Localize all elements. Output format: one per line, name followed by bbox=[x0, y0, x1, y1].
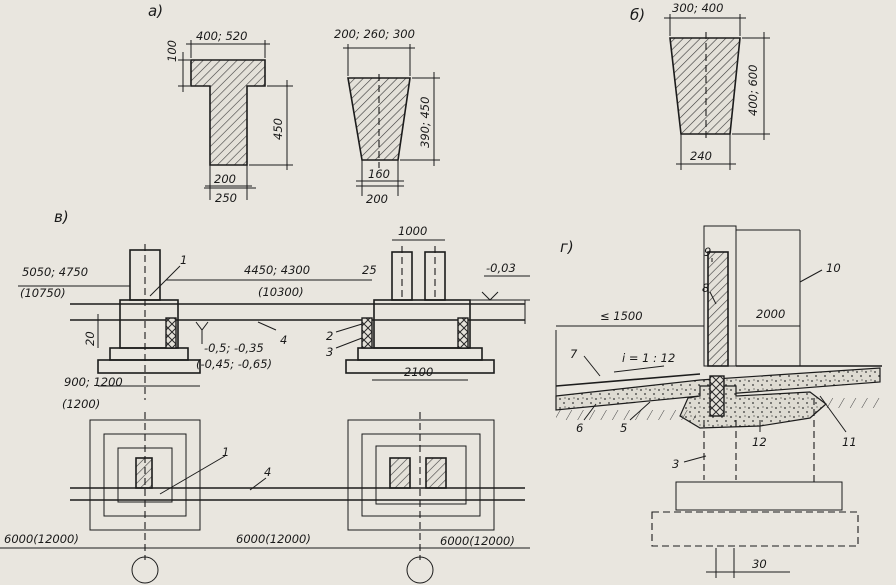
dim-t-height: 450 bbox=[271, 118, 285, 140]
wall-insulation bbox=[707, 251, 729, 367]
dim-v-span2b: (10300) bbox=[258, 285, 304, 299]
callout-4: 4 bbox=[280, 333, 287, 347]
callout-3: 3 bbox=[326, 345, 333, 359]
panel-g-detail: г) 30 ≤ 1500 2000 i = 1 : 1 bbox=[555, 225, 882, 578]
dim-b-top: 300; 400 bbox=[672, 1, 723, 15]
dim-v-w2: 2100 bbox=[404, 365, 433, 379]
dim-v-20: 20 bbox=[83, 331, 97, 346]
callout-1: 1 bbox=[180, 253, 187, 267]
callout-9: 9 bbox=[704, 245, 711, 259]
dim-v-cols: 1000 bbox=[398, 224, 427, 238]
dim-t-flange: 100 bbox=[165, 40, 179, 62]
panel-g-label: г) bbox=[560, 238, 574, 256]
right-undercolumn bbox=[373, 299, 471, 349]
callout-10: 10 bbox=[826, 261, 841, 275]
panel-a-sections: а) 400; 520 100 450 200 250 200; 260; 30… bbox=[148, 2, 440, 206]
panel-a-label: а) bbox=[148, 2, 163, 20]
slope-g: i = 1 : 12 bbox=[622, 351, 675, 365]
dim-t-web: 200 bbox=[214, 172, 236, 186]
callout-1-plan: 1 bbox=[222, 445, 229, 459]
panel-b-section: б) 300; 400 400; 600 240 bbox=[630, 1, 770, 170]
dim-g-2000: 2000 bbox=[756, 307, 785, 321]
foundation-beam bbox=[709, 375, 725, 417]
callout-6: 6 bbox=[576, 421, 583, 435]
panel-b-label: б) bbox=[630, 6, 645, 24]
dim-trap-height: 390; 450 bbox=[418, 97, 432, 148]
level-v-1: -0,5; -0,35 bbox=[204, 341, 264, 355]
callout-5: 5 bbox=[620, 421, 627, 435]
dim-t-top: 400; 520 bbox=[196, 29, 247, 43]
level-v-2: (-0,45; -0,65) bbox=[196, 357, 272, 371]
dim-g-30: 30 bbox=[752, 557, 767, 571]
dim-v-span1: 5050; 4750 bbox=[22, 265, 88, 279]
lower-footing bbox=[675, 481, 843, 511]
b-trapezoid-section bbox=[669, 37, 741, 135]
dim-t-base: 250 bbox=[215, 191, 237, 205]
dim-g-1500: ≤ 1500 bbox=[600, 309, 643, 323]
callout-3-detail: 3 bbox=[672, 457, 679, 471]
dim-v-grid3: 6000(12000) bbox=[440, 534, 515, 548]
grid-axis-marker-1 bbox=[131, 556, 159, 584]
dim-v-25: 25 bbox=[362, 263, 377, 277]
dim-b-bottom: 240 bbox=[690, 149, 712, 163]
lower-footing-base bbox=[651, 511, 859, 547]
dim-b-height: 400; 600 bbox=[746, 65, 760, 116]
callout-11: 11 bbox=[842, 435, 857, 449]
callout-12: 12 bbox=[752, 435, 767, 449]
dim-v-grid2: 6000(12000) bbox=[236, 532, 311, 546]
callout-8: 8 bbox=[702, 281, 709, 295]
right-plan-column-2 bbox=[425, 457, 447, 489]
panel-v-label: в) bbox=[54, 208, 69, 226]
callout-7: 7 bbox=[570, 347, 578, 361]
dim-v-w1: 900; 1200 bbox=[64, 375, 123, 389]
dim-trap-bottom: 160 bbox=[368, 167, 390, 181]
dim-v-span1b: (10750) bbox=[20, 286, 66, 300]
left-plan-column bbox=[135, 457, 153, 489]
t-section bbox=[190, 59, 266, 166]
level-v-mark: -0,03 bbox=[486, 261, 516, 275]
grid-axis-marker-2 bbox=[406, 556, 434, 584]
callout-2: 2 bbox=[326, 329, 333, 343]
right-plan-column-1 bbox=[389, 457, 411, 489]
callout-4-plan: 4 bbox=[264, 465, 271, 479]
panel-v-elevation: в) 5050; 4750 (10750) 4450; 4300 (10300)… bbox=[0, 208, 530, 584]
dim-trap-base: 200 bbox=[366, 192, 388, 206]
dim-v-w1b: (1200) bbox=[62, 397, 100, 411]
dim-v-grid1: 6000(12000) bbox=[4, 532, 79, 546]
dim-v-span2: 4450; 4300 bbox=[244, 263, 310, 277]
right-plan-footing bbox=[347, 419, 495, 531]
dim-trap-top: 200; 260; 300 bbox=[334, 27, 415, 41]
left-plan-footing bbox=[89, 419, 201, 531]
